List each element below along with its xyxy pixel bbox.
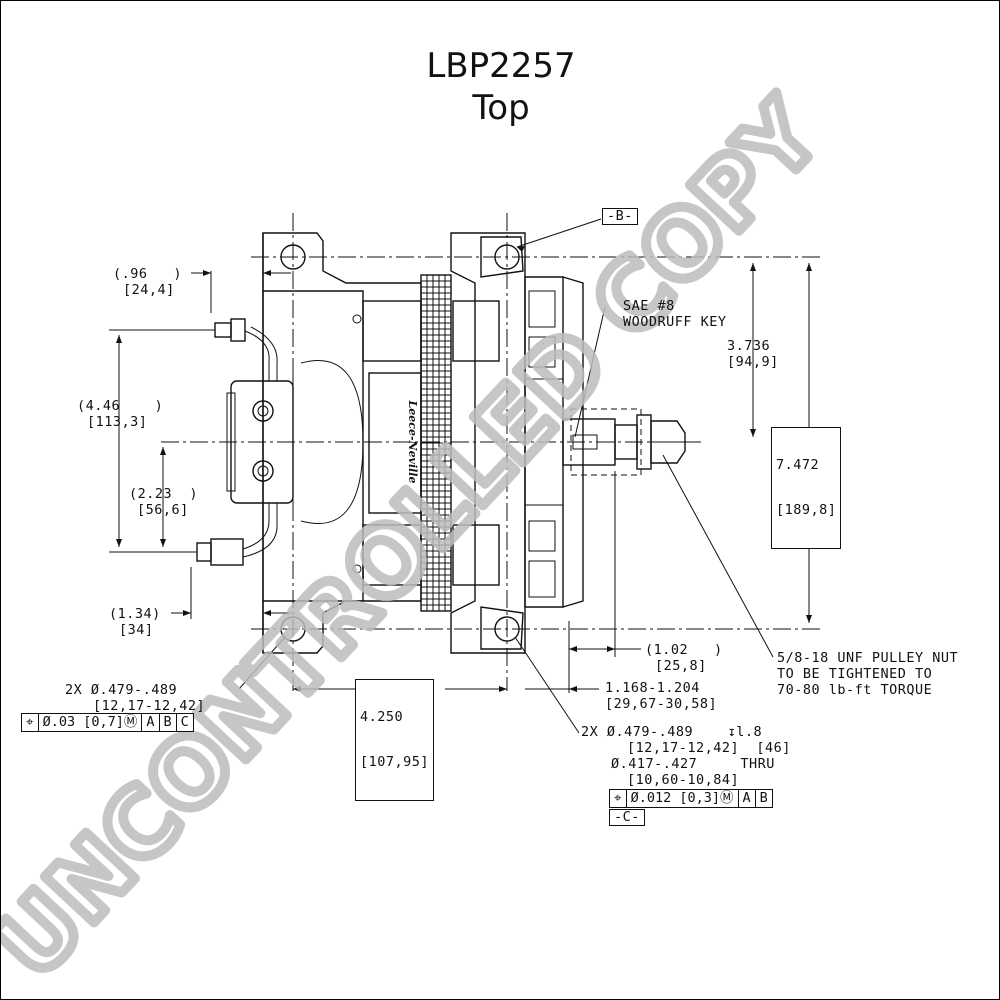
note-right-holes-line2: [12,17-12,42] [46] (627, 740, 791, 756)
dim-bottom-offset-inch: (1.34) (109, 606, 161, 622)
dim-shaft-extension-mm: [25,8] (655, 658, 707, 674)
dimension-arrowhead (607, 646, 615, 652)
dimension-arrowhead (517, 246, 525, 252)
dimension-arrowhead (806, 615, 812, 623)
fcf-right-datum-a: A (739, 790, 756, 807)
note-pulley-nut-line2: TO BE TIGHTENED TO (777, 666, 933, 682)
fcf-right-tolerance: Ø.012 [0,3]Ⓜ (627, 790, 739, 807)
dim-half-height-inch: 3.736 (727, 338, 771, 354)
dim-half-height-mm: [94,9] (727, 354, 779, 370)
fan (524, 276, 584, 608)
dimension-arrowhead (806, 263, 812, 271)
stator-fins (420, 274, 452, 612)
dim-flange-to-nut-mm: [29,67-30,58] (605, 696, 718, 712)
fcf-left-datum-a: A (142, 714, 160, 731)
centerlines (161, 213, 821, 691)
dimension-arrowhead (569, 646, 577, 652)
dimension-arrowhead (160, 539, 166, 547)
dimension-arrowhead (160, 447, 166, 455)
fcf-left-datum-c: C (180, 714, 189, 730)
dim-hole-spacing-inch: 4.250 (360, 709, 404, 725)
fcf-right-datum-b: B (759, 790, 768, 806)
dimension-arrowhead (203, 270, 211, 276)
arrowheads (116, 246, 812, 692)
note-key-line2: WOODRUFF KEY (623, 314, 727, 330)
note-key-line1: SAE #8 (623, 298, 675, 314)
note-pulley-nut-line1: 5/8-18 UNF PULLEY NUT (777, 650, 959, 666)
dimension-arrowhead (116, 335, 122, 343)
fcf-left: ⌖ Ø.03 [0,7]Ⓜ A B C (21, 713, 194, 732)
dim-top-offset-inch: (.96 ) (113, 266, 183, 282)
dimension-arrowhead (116, 539, 122, 547)
dimension-arrowhead (263, 610, 271, 616)
dim-full-height: 7.472 [189,8] (771, 427, 842, 549)
front-housing (450, 232, 526, 654)
dim-full-height-inch: 7.472 (776, 457, 820, 473)
middle-housing (352, 300, 422, 586)
dimension-arrowhead (183, 610, 191, 616)
datum-b-label: -B- (602, 208, 638, 225)
dim-left-half-mm: [56,6] (137, 502, 189, 518)
dimension-arrowhead (569, 686, 577, 692)
fcf-right: ⌖ Ø.012 [0,3]Ⓜ A B (609, 789, 773, 808)
dim-full-height-mm: [189,8] (776, 502, 837, 518)
dim-bottom-offset-mm: [34] (119, 622, 154, 638)
fcf-right-position-symbol: ⌖ (610, 790, 627, 807)
fcf-left-tolerance: Ø.03 [0,7]Ⓜ (39, 714, 143, 731)
dimension-arrowhead (263, 270, 271, 276)
rear-housing (196, 232, 422, 654)
note-right-holes-line4: [10,60-10,84] (627, 772, 740, 788)
note-right-holes-line3: Ø.417-.427 THRU (611, 756, 775, 772)
housing-brand-label: Leece-Neville (406, 400, 419, 484)
dimension-arrowhead (750, 429, 756, 437)
note-right-holes-line1: 2X Ø.479-.489 ↧l.8 (581, 724, 763, 740)
datum-c-label: -C- (609, 809, 645, 826)
note-pulley-nut-line3: 70-80 lb-ft TORQUE (777, 682, 933, 698)
dim-flange-to-nut-inch: 1.168-1.204 (605, 680, 700, 696)
dim-hole-spacing: 4.250 [107,95] (355, 679, 435, 801)
dim-left-half-inch: (2.23 ) (129, 486, 199, 502)
fcf-left-datum-b: B (160, 714, 177, 731)
dim-shaft-extension-inch: (1.02 ) (645, 642, 723, 658)
dim-left-span-inch: (4.46 ) (77, 398, 164, 414)
dim-left-span-mm: [113,3] (87, 414, 148, 430)
note-left-holes-line1: 2X Ø.479-.489 (65, 682, 178, 698)
dimension-arrowhead (293, 686, 301, 692)
part-number-title: LBP2257 (426, 46, 576, 86)
dim-hole-spacing-mm: [107,95] (360, 754, 430, 770)
note-left-holes-line2: [12,17-12,42] (93, 698, 206, 714)
fcf-left-position-symbol: ⌖ (22, 714, 39, 731)
shaft-and-nut (562, 408, 686, 476)
dimension-lines (109, 218, 810, 734)
dimension-arrowhead (750, 263, 756, 271)
view-title: Top (472, 88, 530, 128)
dim-top-offset-mm: [24,4] (123, 282, 175, 298)
dimension-arrowhead (499, 686, 507, 692)
